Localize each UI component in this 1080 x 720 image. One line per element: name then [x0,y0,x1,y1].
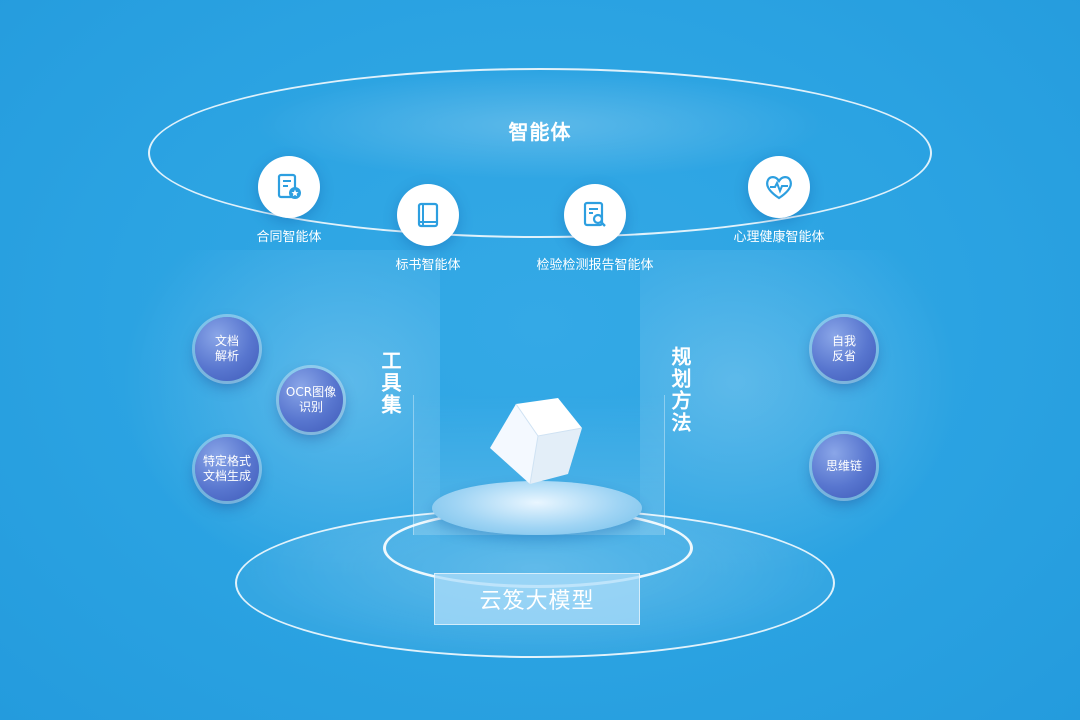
platform-disc [432,481,642,535]
agent-label: 合同智能体 [256,230,322,245]
method-self-reflection: 自我反省 [812,317,876,381]
model-label-box: 云笈大模型 [434,573,640,625]
tools-label: 工具集 [378,350,402,416]
bubble-line: 特定格式 [202,454,251,468]
agent-label: 心理健康智能体 [733,230,825,245]
method-chain-of-thought: 思维链 [812,434,876,498]
tool-document-parsing: 文档解析 [195,317,259,381]
agent-tender: 标书智能体 [358,184,498,273]
model-label: 云笈大模型 [479,589,595,614]
heart-pulse-icon [748,156,810,218]
bubble-line: 文档 [214,334,239,348]
bubble-line: 解析 [214,349,239,363]
bubble-line: 思维链 [825,458,862,473]
tool-ocr: OCR图像识别 [279,368,343,432]
agent-label: 检验检测报告智能体 [536,258,654,273]
tool-format-generation: 特定格式文档生成 [195,437,259,501]
agent-mental-health: 心理健康智能体 [709,156,849,245]
agents-orbit-ring [148,68,932,238]
bubble-line: 反省 [831,349,856,363]
bubble-line: 文档生成 [202,469,251,483]
report-search-icon [564,184,626,246]
bubble-line: OCR图像 [285,385,337,399]
agents-title: 智能体 [508,120,572,144]
cube-icon [486,396,586,500]
agent-contract: 合同智能体 [219,156,359,245]
contract-doc-icon [258,156,320,218]
agent-inspection-report: 检验检测报告智能体 [525,184,665,273]
bubble-line: 识别 [298,400,323,414]
bubble-line: 自我 [831,334,856,348]
book-icon [397,184,459,246]
methods-label: 规划方法 [668,346,692,434]
agent-label: 标书智能体 [395,258,461,273]
